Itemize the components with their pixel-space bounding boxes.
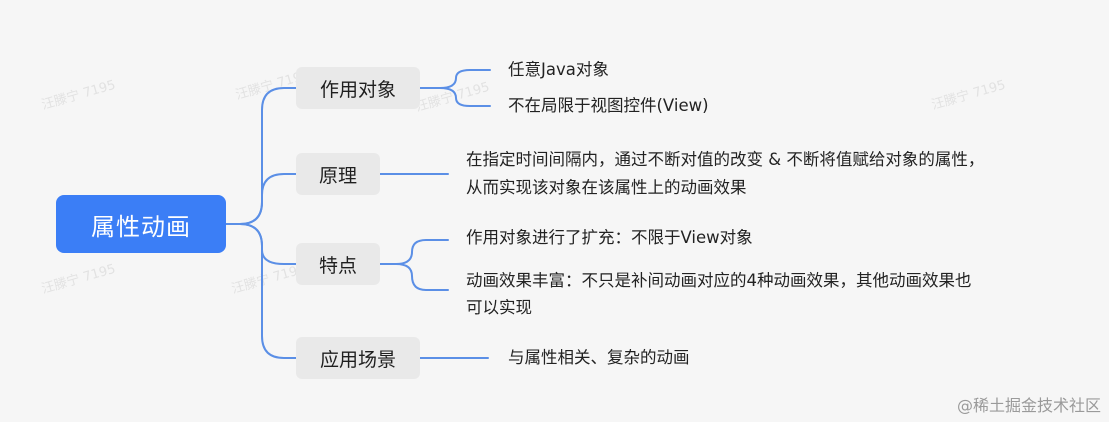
branch-node-features[interactable]: 特点: [296, 243, 380, 285]
leaf-text: 动画效果丰富：不只是补间动画对应的4种动画效果，其他动画效果也: [466, 271, 972, 290]
leaf-text: 从而实现该对象在该属性上的动画效果: [466, 178, 747, 197]
root-connector: [239, 173, 297, 225]
leaf-connector: [419, 69, 491, 89]
root-connector: [239, 223, 297, 359]
leaf-text: 与属性相关、复杂的动画: [508, 348, 690, 367]
leaf-text: 任意Java对象: [508, 60, 609, 79]
root-node[interactable]: 属性动画: [56, 195, 226, 253]
leaf-text: 可以实现: [466, 298, 532, 317]
leaf-connector: [439, 87, 491, 107]
leaf-text: 在指定时间间隔内，通过不断对值的改变 & 不断将值赋给对象的属性，: [466, 150, 985, 169]
leaf-text: 不在局限于视图控件(View): [508, 96, 709, 115]
branch-node-principle[interactable]: 原理: [296, 153, 380, 195]
branch-node-target-object[interactable]: 作用对象: [296, 67, 420, 109]
branch-node-use-cases[interactable]: 应用场景: [296, 337, 420, 379]
leaf-connector: [379, 239, 449, 265]
leaf-connector: [395, 263, 449, 291]
root-connector: [239, 223, 297, 265]
leaf-text: 作用对象进行了扩充：不限于View对象: [466, 228, 753, 247]
site-credit: @稀土掘金技术社区: [956, 396, 1101, 415]
